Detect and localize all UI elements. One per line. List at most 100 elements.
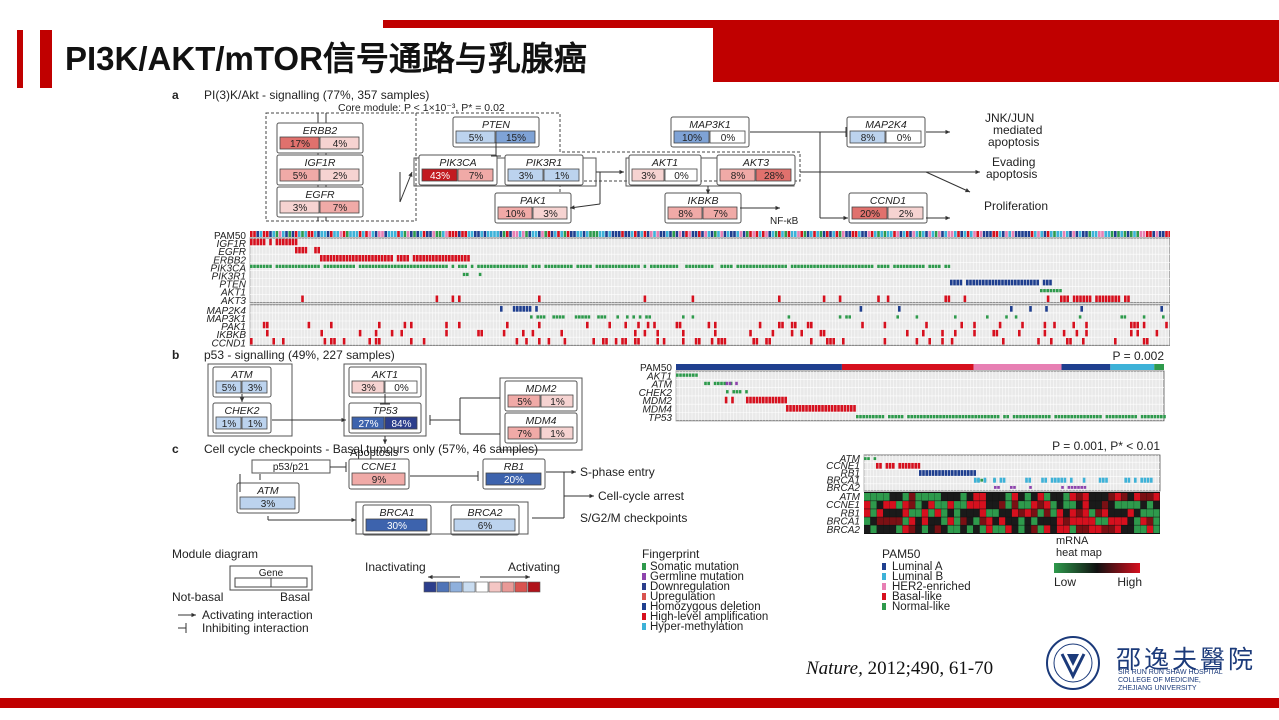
oncoprint-mark	[1002, 338, 1005, 345]
oncoprint-mark	[774, 264, 778, 268]
pam50-label: HER2-enriched	[892, 581, 971, 593]
oncoprint-mark	[413, 264, 416, 268]
mrna-cell	[1082, 517, 1089, 525]
arrow-head	[975, 169, 980, 175]
pam50-mark	[467, 231, 471, 237]
oncoprint-mark	[461, 264, 464, 268]
mrna-cell	[1153, 509, 1160, 517]
mrna-cell	[941, 501, 948, 509]
gene-value-cell	[543, 168, 580, 182]
panel-a-core-module: Core module: P < 1×10⁻³, P* = 0.02	[338, 102, 505, 114]
oncoprint-mark	[790, 321, 794, 329]
mrna-cell	[921, 509, 929, 517]
oncoprint-mark	[688, 373, 692, 377]
oncoprint-mark	[500, 306, 503, 312]
oncoprint-mark	[967, 470, 970, 476]
pam50-mark	[1104, 231, 1107, 237]
pam50-mark	[982, 231, 986, 237]
oncoprint-mark	[771, 329, 775, 337]
pam50-mark	[435, 231, 439, 237]
oncoprint-mark	[304, 246, 308, 254]
mrna-cell	[876, 493, 884, 501]
oncoprint-mark	[838, 295, 842, 302]
pam50-mark	[1075, 231, 1079, 237]
outcome-text: mediated	[993, 123, 1042, 137]
oncoprint-mark	[843, 405, 847, 412]
oncoprint-mark	[595, 264, 599, 268]
oncoprint-mark	[352, 255, 355, 262]
oncoprint-mark	[814, 405, 818, 412]
arrow-head	[239, 397, 245, 402]
gene-name: MAP3K1	[689, 119, 730, 131]
oncoprint-mark	[1118, 414, 1121, 419]
pam50-mark	[742, 231, 746, 237]
oncoprint-mark	[840, 405, 843, 412]
oncoprint-mark	[656, 264, 659, 268]
pam50-segment	[1061, 364, 1111, 370]
pam50-mark	[1072, 231, 1075, 237]
oncoprint-mark	[762, 264, 765, 268]
pam50-mark	[778, 231, 781, 237]
oncoprint-mark	[317, 246, 320, 254]
gene-value-cell	[673, 130, 710, 144]
oncoprint-mark	[362, 264, 365, 268]
gene-name: PAK1	[520, 195, 546, 207]
p53-p21-label: p53/p21	[273, 462, 310, 473]
oncoprint-mark	[859, 306, 863, 312]
pam50-mark	[998, 231, 1002, 237]
pam50-mark	[253, 231, 256, 237]
mrna-cell	[1031, 493, 1038, 501]
oncoprint-mark	[978, 279, 982, 286]
oncoprint-mark	[859, 414, 862, 419]
legend-fingerprint-title: Fingerprint	[642, 547, 700, 561]
oncoprint-mark	[755, 396, 759, 404]
oncoprint-mark	[448, 255, 451, 262]
mrna-cell	[1153, 517, 1160, 525]
oncoprint-mark	[361, 255, 365, 262]
oncoprint-mark	[1163, 414, 1166, 419]
pam50-mark	[701, 231, 704, 237]
oncoprint-mark	[1019, 414, 1022, 419]
oncoprint-mark	[295, 246, 298, 254]
mrna-cell	[954, 493, 961, 501]
oncoprint-mark	[879, 462, 882, 469]
oncoprint-mark	[885, 462, 889, 469]
oncoprint-mark	[562, 315, 565, 319]
mrna-cell	[1037, 493, 1044, 501]
mrna-cell	[1031, 509, 1038, 517]
legend-gene-label: Gene	[259, 568, 284, 579]
oncoprint-mark	[928, 264, 931, 268]
gene-name: ATM	[230, 369, 253, 381]
pam50-mark	[339, 231, 343, 237]
oncoprint-mark	[1020, 279, 1023, 286]
oncoprint-mark	[608, 321, 611, 329]
oncoprint-mark	[516, 306, 519, 312]
oncoprint-mark	[980, 478, 983, 482]
oncoprint-mark	[1147, 414, 1150, 419]
pam50-mark	[627, 231, 631, 237]
oncoprint-mark	[1054, 414, 1057, 419]
mrna-cell	[1101, 493, 1109, 501]
pam50-mark	[371, 231, 375, 237]
pam50-mark	[733, 231, 736, 237]
pam50-mark	[538, 231, 541, 237]
oncoprint-mark	[1049, 289, 1053, 293]
mrna-cell	[1031, 517, 1038, 525]
mrna-cell	[870, 525, 877, 533]
oncoprint-mark	[827, 405, 831, 412]
oncoprint-mark	[624, 321, 627, 329]
oncoprint-mark	[1060, 295, 1063, 302]
mrna-row-label: ATM	[839, 492, 861, 503]
oncoprint-mark	[458, 295, 461, 302]
pam50-mark	[582, 231, 586, 237]
oncoprint-row-label: CCND1	[212, 338, 246, 349]
oncoprint-mark	[400, 329, 403, 337]
oncoprint-mark	[522, 264, 525, 268]
oncoprint-mark	[451, 264, 455, 268]
mrna-cell	[992, 501, 999, 509]
pam50-mark	[589, 231, 592, 237]
